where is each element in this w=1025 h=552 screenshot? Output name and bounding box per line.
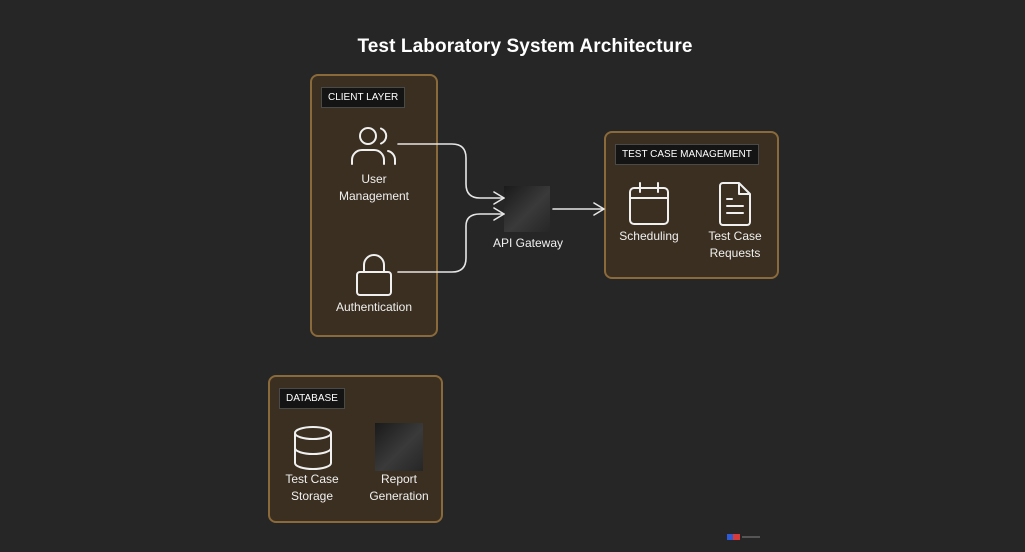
arrowhead-authentication: [493, 207, 505, 221]
arrowhead-user-management: [493, 191, 505, 205]
client-layer-label: CLIENT LAYER: [321, 87, 406, 108]
report-generation-label: Report Generation: [349, 471, 449, 505]
calendar-icon: [629, 182, 669, 225]
users-icon: [351, 127, 397, 165]
test-case-requests-line2: Requests: [709, 246, 761, 260]
lock-icon: [356, 254, 392, 296]
api-gateway-image: [504, 186, 550, 232]
user-management-line2: Management: [338, 189, 410, 203]
database-icon: [294, 426, 332, 470]
user-management-label: User Management: [324, 171, 424, 205]
diagram-title: Test Laboratory System Architecture: [357, 36, 693, 57]
user-management-line1: User: [361, 172, 387, 186]
report-generation-image: [375, 423, 423, 471]
arrowhead-test-case-management: [593, 202, 605, 216]
scheduling-label: Scheduling: [599, 228, 699, 245]
scheduling-line1: Scheduling: [619, 229, 679, 243]
client-layer-group: CLIENT LAYER: [310, 74, 438, 337]
test-case-requests-line1: Test Case: [708, 229, 762, 243]
report-generation-line1: Report: [380, 472, 418, 486]
api-gateway-label: API Gateway: [492, 236, 564, 250]
edge-user-management-to-api-gateway: [397, 143, 505, 199]
test-case-management-label: TEST CASE MANAGEMENT: [615, 144, 759, 165]
edge-authentication-to-api-gateway: [397, 213, 505, 273]
test-case-storage-line1: Test Case: [285, 472, 339, 486]
authentication-line1: Authentication: [335, 300, 413, 314]
logo-watermark-icon: [727, 534, 760, 540]
test-case-storage-label: Test Case Storage: [262, 471, 362, 505]
test-case-requests-label: Test Case Requests: [685, 228, 785, 262]
report-generation-line2: Generation: [369, 489, 429, 503]
database-label: DATABASE: [279, 388, 345, 409]
document-icon: [719, 182, 751, 226]
test-case-management-group: TEST CASE MANAGEMENT: [604, 131, 779, 279]
authentication-label: Authentication: [324, 299, 424, 316]
test-case-storage-line2: Storage: [290, 489, 334, 503]
